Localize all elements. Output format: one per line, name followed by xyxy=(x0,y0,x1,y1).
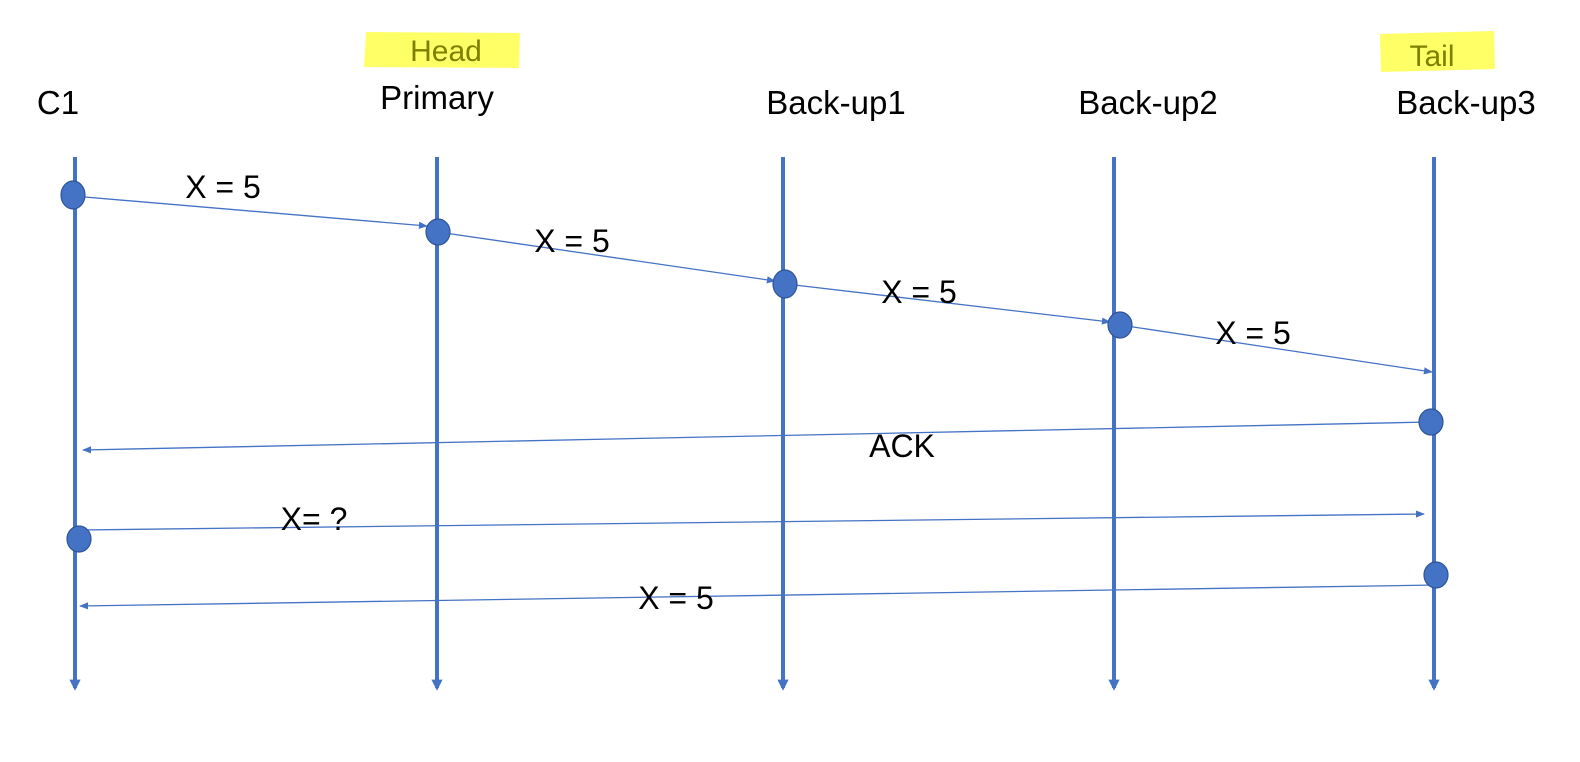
message-arrow-backup2-to-backup3 xyxy=(1119,324,1433,375)
event-node-backup2 xyxy=(1107,311,1133,339)
role-tail: Tail xyxy=(1380,31,1495,73)
process-label-backup3: Back-up3 xyxy=(1396,84,1535,121)
head-highlight xyxy=(364,32,520,68)
role-head: Head xyxy=(364,32,520,68)
message-label-primary-to-backup1: X = 5 xyxy=(534,223,610,259)
process-label-c1: C1 xyxy=(37,84,79,121)
head-role-label: Head xyxy=(410,35,482,68)
message-label-read-reply: X = 5 xyxy=(638,580,714,616)
message-arrow-primary-to-backup1 xyxy=(437,231,776,284)
event-node-backup3-reply xyxy=(1423,561,1449,589)
event-node-c1-send-write xyxy=(60,180,86,210)
process-label-primary: Primary xyxy=(380,79,494,116)
event-node-backup1 xyxy=(772,269,798,299)
message-label-backup1-to-backup2: X = 5 xyxy=(881,274,957,310)
message-label-read-request: X= ? xyxy=(281,501,348,537)
message-arrow-c1-to-primary xyxy=(72,195,428,229)
message-label-ack: ACK xyxy=(869,428,935,464)
message-arrow-read-reply xyxy=(79,584,1437,610)
process-label-backup1: Back-up1 xyxy=(766,84,905,121)
tail-role-label: Tail xyxy=(1409,40,1454,73)
tail-highlight xyxy=(1380,31,1495,72)
message-arrow-ack xyxy=(82,421,1431,454)
message-label-backup2-to-backup3: X = 5 xyxy=(1215,315,1291,351)
event-node-primary xyxy=(425,218,451,246)
event-node-c1-read xyxy=(66,525,92,553)
event-node-backup3-ack xyxy=(1418,408,1444,436)
message-arrow-backup1-to-backup2 xyxy=(785,283,1111,325)
process-label-backup2: Back-up2 xyxy=(1078,84,1217,121)
message-label-c1-to-primary: X = 5 xyxy=(185,169,261,205)
message-arrow-read-request xyxy=(78,510,1425,531)
